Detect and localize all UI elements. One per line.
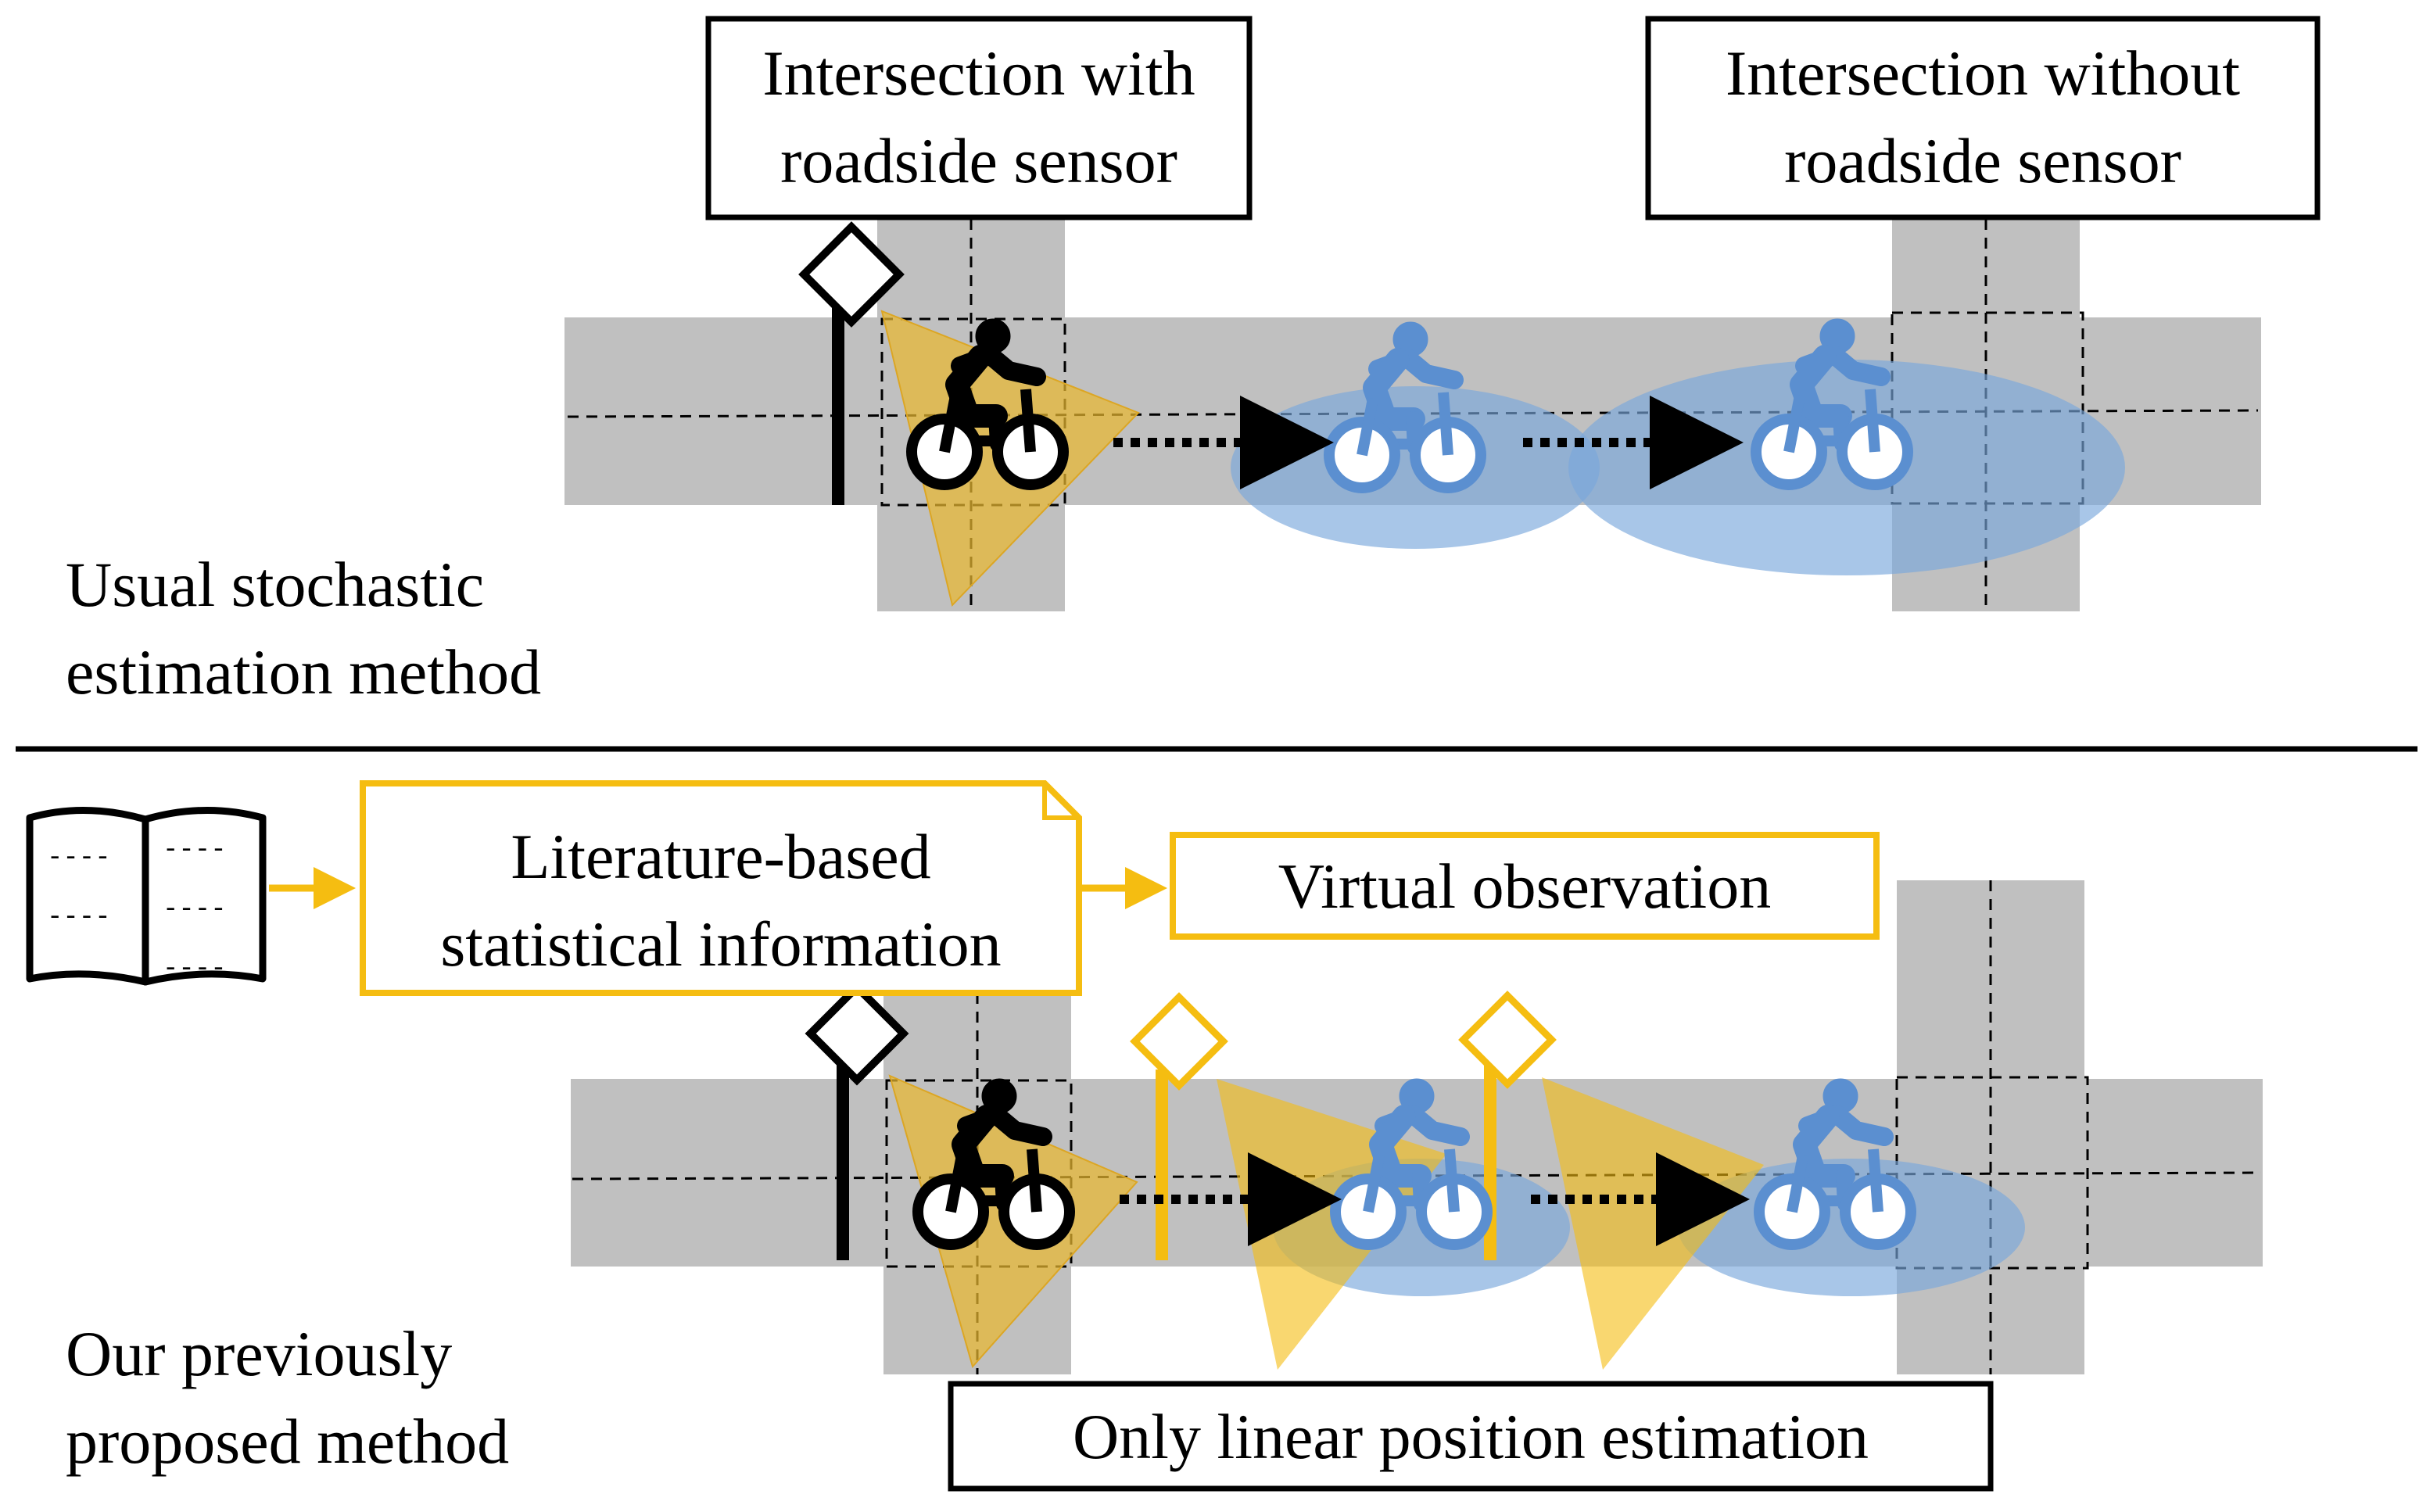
method-line: Usual stochastic	[66, 549, 485, 620]
book-dash: ----	[47, 962, 111, 992]
usual-method-label: Usual stochastic estimation method	[66, 541, 541, 716]
callout-box	[705, 16, 1253, 220]
callout-line: roadside sensor	[1784, 125, 2181, 196]
virtual-sensor-icon	[1130, 992, 1228, 1260]
roadside-sensor-icon	[805, 981, 909, 1260]
virtual-observation-box	[1170, 832, 1880, 940]
book-dash: ----	[163, 955, 227, 984]
proposed-method-label: Our previously proposed method	[66, 1310, 509, 1485]
book-dash: ----	[163, 895, 227, 925]
virtual-observation-label: Virtual observation	[1278, 851, 1772, 922]
callout-line: Intersection without	[1725, 38, 2241, 109]
top-panel	[564, 16, 2321, 611]
literature-box	[360, 780, 1082, 996]
roadside-sensor-icon	[798, 221, 905, 505]
callout-line: Intersection with	[762, 38, 1195, 109]
method-line: proposed method	[66, 1406, 510, 1477]
callout-with-sensor-label: Intersection with roadside sensor	[708, 30, 1249, 205]
book-dash: ----	[47, 844, 111, 873]
literature-box-label: Literature-based statistical information	[363, 813, 1079, 988]
book-dash: ----	[163, 836, 227, 865]
method-line: Our previously	[66, 1318, 453, 1389]
literature-line: Literature-based	[511, 821, 931, 892]
literature-line: statistical information	[440, 908, 1002, 980]
book-left-page: ---- ---- ----	[47, 829, 133, 1007]
callout-box	[1645, 16, 2321, 220]
virtual-sensor-coverage	[1542, 1077, 1764, 1370]
callout-line: roadside sensor	[780, 125, 1177, 196]
book-dash: ----	[47, 903, 111, 933]
virtual-sensor-icon	[1458, 991, 1557, 1260]
book-icon	[26, 806, 267, 986]
literature-box-fold	[1042, 783, 1079, 820]
method-line: estimation method	[66, 636, 542, 708]
callout-without-sensor-label: Intersection without roadside sensor	[1648, 30, 2317, 205]
book-right-page: ---- ---- ----	[163, 821, 249, 999]
note-label: Only linear position estimation	[1072, 1401, 1869, 1472]
bottom-panel	[26, 780, 2263, 1492]
note-box	[948, 1381, 1994, 1492]
